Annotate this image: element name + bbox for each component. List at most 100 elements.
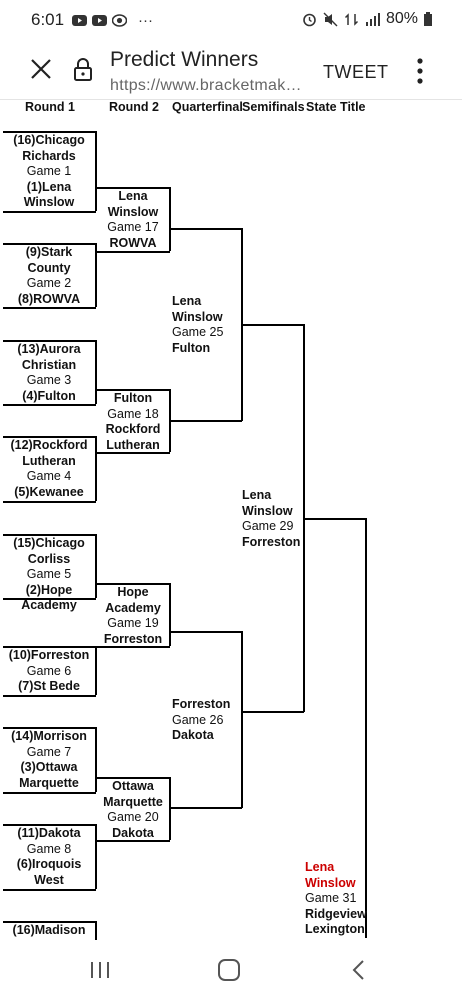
round1-bottom-line [3, 404, 96, 406]
team-name[interactable]: (6)Iroquois [16, 857, 82, 872]
team-name[interactable]: (3)Ottawa [20, 760, 78, 775]
team-name[interactable]: Lena [118, 189, 148, 203]
team-name[interactable]: (1)Lena [26, 179, 72, 194]
round1-bottom-line [3, 889, 96, 891]
qf-bottom-line [169, 807, 242, 809]
back-icon[interactable] [346, 958, 372, 982]
home-icon[interactable] [216, 958, 242, 982]
game-number: Game 20 [107, 810, 159, 825]
team-name[interactable]: Academy [105, 600, 161, 615]
round1-bottom-line [3, 501, 96, 503]
page-url[interactable]: https://www.bracketmak… [110, 77, 302, 94]
round2-top-line [95, 777, 170, 779]
team-name[interactable]: Winslow [172, 309, 223, 324]
round2-top-line [95, 187, 170, 189]
game-number: Game 1 [26, 164, 72, 179]
team-name[interactable]: Lena [172, 294, 202, 308]
round-header-quarterfinal: Quarterfinal [172, 100, 243, 114]
game-number: Game 7 [26, 744, 72, 759]
team-name[interactable]: Winslow [107, 204, 159, 219]
team-name[interactable]: Fulton [172, 340, 211, 355]
status-time: 6:01 [31, 10, 65, 29]
game-number: Game 17 [107, 220, 159, 235]
round1-bottom-line [3, 598, 96, 600]
recent-apps-icon[interactable] [87, 958, 113, 982]
team-name[interactable]: ROWVA [109, 235, 157, 250]
round2-bottom-line [95, 452, 170, 454]
team-name[interactable]: Marquette [19, 775, 79, 790]
signal-icon [365, 12, 380, 26]
round1-connector [95, 243, 97, 307]
team-name[interactable]: Winslow [23, 195, 75, 210]
team-name[interactable]: Ridgeview [305, 906, 367, 921]
round1-connector [95, 824, 97, 889]
team-name[interactable]: (12)Rockford [10, 438, 88, 452]
team-name[interactable]: (5)Kewanee [14, 484, 84, 499]
game-number: Game 4 [26, 469, 72, 484]
team-name[interactable]: (7)St Bede [18, 679, 80, 694]
team-name[interactable]: (8)ROWVA [17, 291, 81, 306]
custom-tab-toolbar: Predict Winners https://www.bracketmak… … [0, 38, 462, 100]
team-name[interactable]: Forreston [242, 534, 301, 549]
team-name[interactable]: Dakota [112, 825, 154, 840]
round1-connector [95, 534, 97, 598]
team-name[interactable]: Lutheran [106, 437, 160, 452]
round1-top-line [3, 243, 96, 245]
game-number: Game 18 [107, 406, 159, 421]
round2-bottom-line [95, 251, 170, 253]
title-connector [365, 518, 367, 938]
round2-bottom-line [95, 646, 170, 648]
round1-top-line [3, 436, 96, 438]
team-name[interactable]: (16)Madison [12, 923, 86, 937]
game-number: Game 29 [242, 519, 294, 534]
team-name[interactable]: Lutheran [22, 453, 76, 468]
team-name[interactable]: (2)Hope [25, 582, 73, 597]
round2-connector [169, 187, 171, 251]
team-name[interactable]: Corliss [27, 551, 71, 566]
round2-connector [169, 583, 171, 646]
team-name[interactable]: Academy [21, 598, 77, 613]
team-name[interactable]: (16)Chicago [13, 133, 85, 147]
close-icon[interactable] [28, 56, 54, 82]
qf-connector [241, 631, 243, 808]
team-name[interactable]: (13)Aurora [17, 342, 81, 356]
team-name[interactable]: Hope [117, 585, 149, 599]
team-name[interactable]: (11)Dakota [17, 826, 81, 840]
round2-bottom-line [95, 840, 170, 842]
cbs-eye-icon [112, 14, 127, 27]
team-name[interactable]: Christian [21, 357, 77, 372]
team-name[interactable]: Forreston [172, 697, 231, 711]
team-name[interactable]: Marquette [103, 794, 163, 809]
tweet-button[interactable]: TWEET [323, 62, 389, 82]
team-name[interactable]: Forreston [103, 631, 163, 646]
lock-icon[interactable] [74, 56, 92, 82]
round-header-state-title: State Title [306, 100, 366, 114]
team-name[interactable]: Lexington [305, 922, 365, 937]
round1-bottom-line [3, 695, 96, 697]
team-name[interactable]: Lena [242, 488, 272, 502]
round1-top-line [3, 646, 96, 648]
round1-top-line [3, 534, 96, 536]
team-name[interactable]: (15)Chicago [13, 536, 85, 550]
qf-top-line [169, 631, 242, 633]
team-name[interactable]: (4)Fulton [22, 388, 76, 403]
team-name[interactable]: Winslow [305, 875, 356, 890]
team-name[interactable]: (9)Stark [25, 245, 73, 259]
team-name[interactable]: Lena [305, 860, 335, 874]
page-title: Predict Winners [110, 48, 259, 71]
round2-connector [169, 777, 171, 840]
team-name[interactable]: (10)Forreston [8, 648, 90, 662]
team-name[interactable]: Winslow [242, 503, 293, 518]
team-name[interactable]: Fulton [113, 391, 153, 405]
team-name[interactable]: Ottawa [112, 779, 154, 793]
game-number: Game 3 [26, 373, 72, 388]
team-name[interactable]: Dakota [172, 728, 214, 743]
team-name[interactable]: Rockford [105, 422, 161, 437]
team-name[interactable]: Richards [22, 148, 76, 163]
team-name[interactable]: County [27, 260, 71, 275]
more-options-icon[interactable] [415, 57, 425, 85]
team-name[interactable]: (14)Morrison [11, 729, 87, 743]
youtube-icon [92, 15, 107, 26]
status-bar: 6:01 ··· 80% [0, 0, 462, 38]
team-name[interactable]: West [34, 872, 64, 887]
